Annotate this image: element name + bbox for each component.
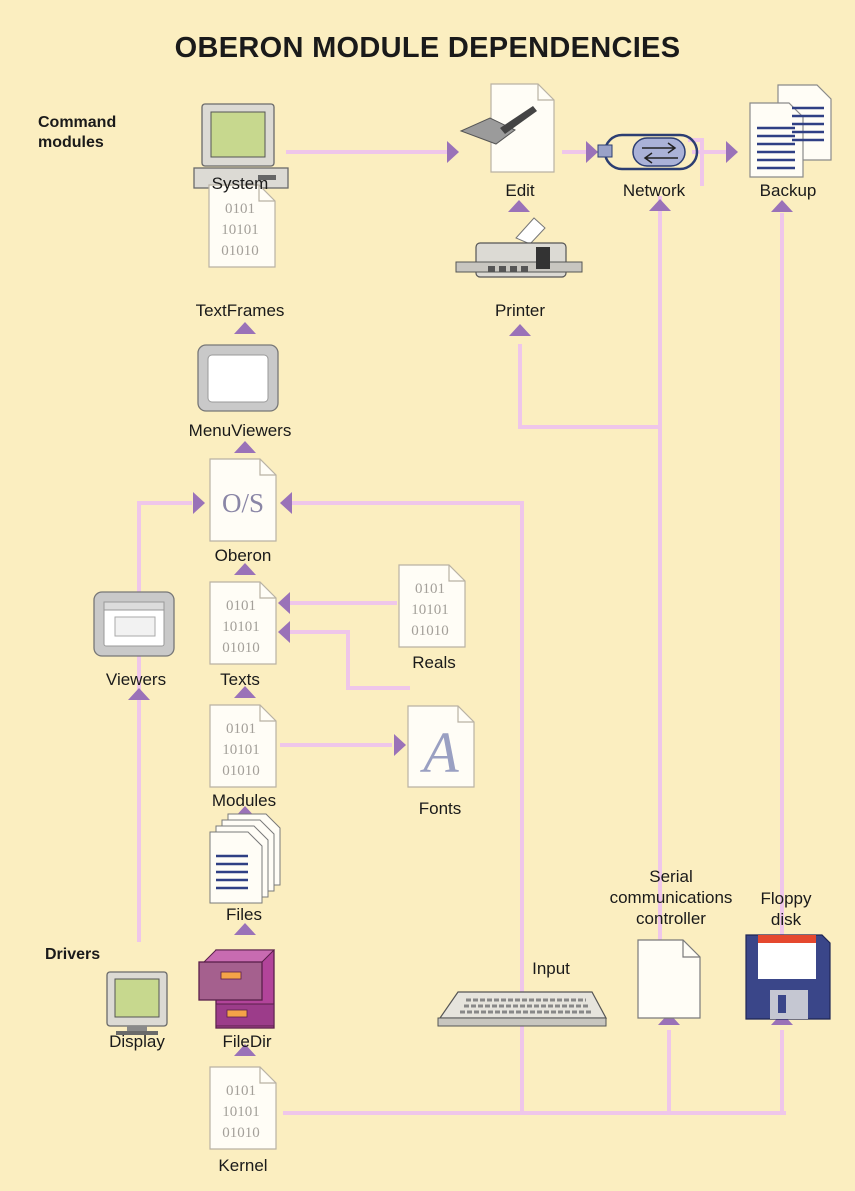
label-edit: Edit (505, 180, 534, 201)
drivers-heading: Drivers (45, 945, 100, 965)
label-floppy-disk: Floppy disk (756, 888, 816, 930)
keyboard-icon (438, 992, 606, 1026)
backup-icon (750, 85, 831, 177)
label-filedir: FileDir (222, 1031, 271, 1052)
label-texts: Texts (220, 669, 260, 690)
label-printer: Printer (495, 300, 545, 321)
label-viewers: Viewers (106, 669, 166, 690)
label-input: Input (532, 958, 570, 979)
files-stack-icon (210, 814, 280, 903)
serial-controller-icon (638, 940, 700, 1018)
file-cabinet-icon (199, 950, 274, 1028)
label-kernel: Kernel (218, 1155, 267, 1176)
label-files: Files (226, 904, 262, 925)
texts-file-icon (210, 582, 276, 664)
textframes-file-icon (209, 185, 275, 267)
label-network: Network (623, 180, 685, 201)
label-backup: Backup (760, 180, 817, 201)
edit-icon (461, 84, 554, 172)
label-modules: Modules (212, 790, 276, 811)
label-display: Display (109, 1031, 165, 1052)
network-icon (598, 135, 697, 169)
label-serial-controller: Serial communications controller (591, 866, 751, 929)
diagram-title: OBERON MODULE DEPENDENCIES (0, 32, 855, 65)
floppy-disk-icon (746, 935, 830, 1019)
kernel-file-icon (210, 1067, 276, 1149)
printer-icon (456, 218, 582, 277)
svg-text:O/S: O/S (222, 488, 264, 518)
label-menuviewers: MenuViewers (189, 420, 292, 441)
command-modules-heading: Command modules (38, 113, 148, 153)
reals-file-icon (399, 565, 465, 647)
label-system: System (212, 173, 269, 194)
svg-text:A: A (419, 720, 459, 785)
display-monitor-icon (107, 972, 167, 1035)
monitor-icon (198, 345, 278, 411)
label-fonts: Fonts (419, 798, 462, 819)
os-file-icon: O/S (210, 459, 276, 541)
viewers-window-icon (94, 592, 174, 656)
font-file-icon: A (408, 706, 474, 787)
label-textframes: TextFrames (196, 300, 285, 321)
label-oberon: Oberon (215, 545, 272, 566)
label-reals: Reals (412, 652, 455, 673)
modules-file-icon (210, 705, 276, 787)
